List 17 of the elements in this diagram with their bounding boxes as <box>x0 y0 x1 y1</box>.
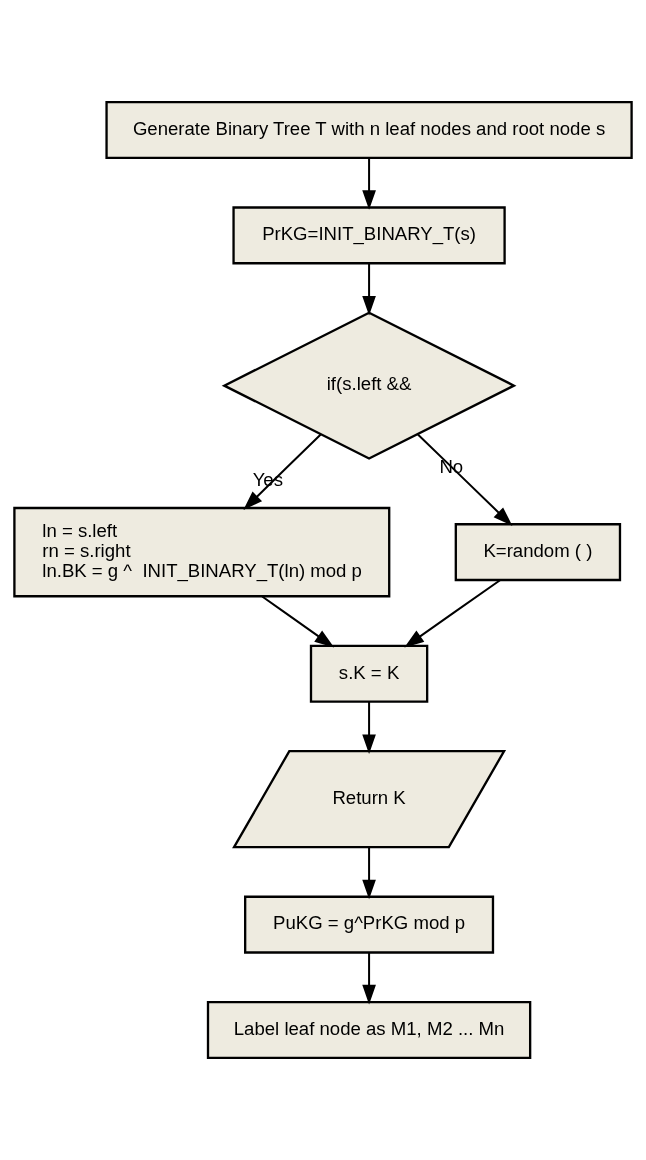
arrow <box>362 953 376 1005</box>
node-box: Generate Binary Tree T with n leaf nodes and root node s <box>105 101 633 160</box>
node-box: PuKG = g^PrKG mod p <box>244 895 495 954</box>
arrow <box>404 579 501 648</box>
node-box: s.K = K <box>309 644 429 703</box>
node-box: ln = s.left rn = s.right ln.BK = g ^ INIT_BINARY_T(ln) mod p <box>13 506 391 598</box>
arrow <box>362 847 376 900</box>
arrow <box>362 701 376 754</box>
node-box: K=random ( ) <box>454 523 622 582</box>
arrow <box>261 595 335 648</box>
arrow <box>417 433 513 526</box>
arrow <box>243 433 322 510</box>
node-box: PrKG=INIT_BINARY_T(s) <box>232 206 506 265</box>
node-diamond: if(s.left && <box>221 311 517 460</box>
node-box: Label leaf node as M1, M2 ... Mn <box>206 1000 532 1059</box>
arrow <box>362 158 376 210</box>
arrow <box>362 263 376 316</box>
